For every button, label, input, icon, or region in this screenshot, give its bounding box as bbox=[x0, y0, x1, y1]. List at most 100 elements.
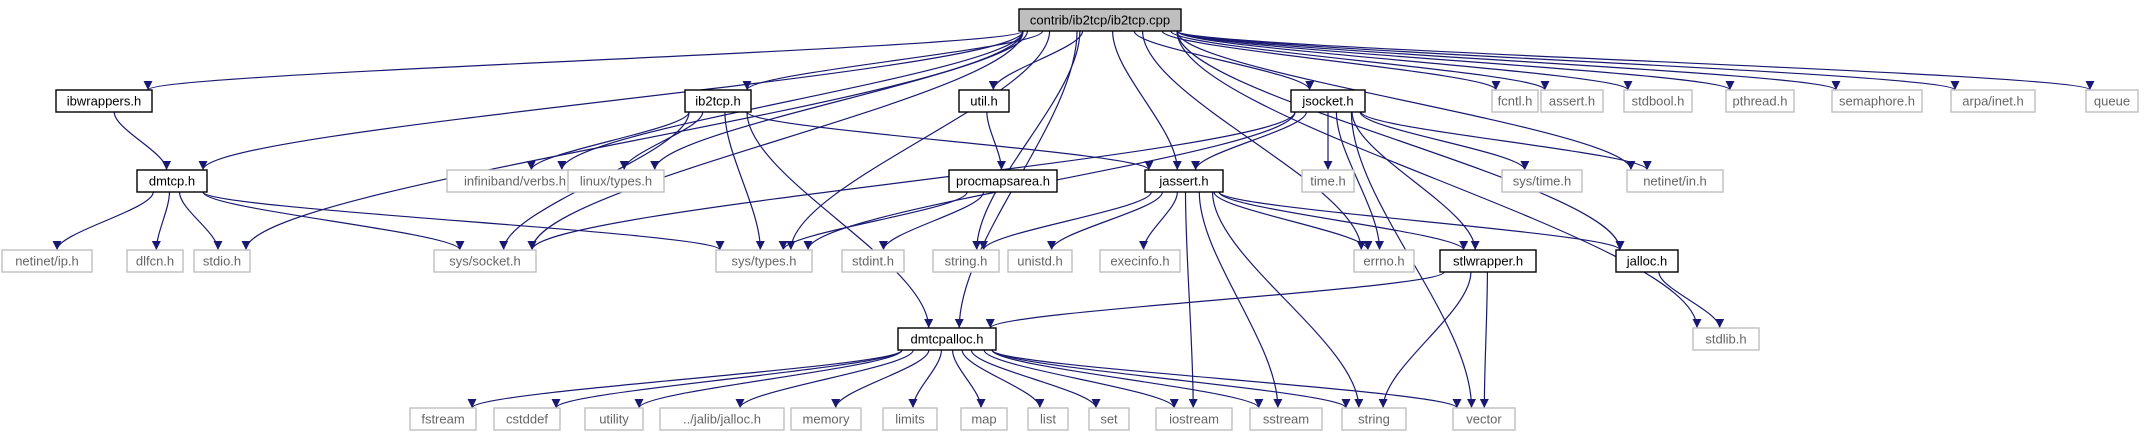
node-box bbox=[1088, 407, 1130, 431]
node-label: contrib/ib2tcp/ib2tcp.cpp bbox=[1030, 12, 1170, 27]
node-iostream[interactable]: iostream bbox=[1155, 407, 1233, 431]
node-label: list bbox=[1040, 411, 1056, 426]
node-box bbox=[433, 249, 537, 273]
node-jsocket[interactable]: jsocket.h bbox=[1290, 89, 1366, 113]
edge-ib2tcp-to-verbs bbox=[526, 111, 690, 171]
node-box bbox=[1007, 249, 1073, 273]
node-string[interactable]: string bbox=[1341, 407, 1407, 431]
edge-jassert-to-iostream bbox=[1184, 191, 1198, 409]
node-box bbox=[1099, 249, 1181, 273]
edge-root-to-util bbox=[988, 30, 1084, 91]
node-box bbox=[684, 89, 752, 113]
node-limits[interactable]: limits bbox=[882, 407, 938, 431]
node-stdlib[interactable]: stdlib.h bbox=[1692, 327, 1760, 351]
node-ibwrappers[interactable]: ibwrappers.h bbox=[55, 89, 153, 113]
edge-root-to-stringh bbox=[972, 30, 1081, 251]
node-util[interactable]: util.h bbox=[958, 89, 1010, 113]
node-jalloc[interactable]: jalloc.h bbox=[1615, 249, 1679, 273]
node-stlwrapper[interactable]: stlwrapper.h bbox=[1439, 249, 1537, 273]
node-semaphore[interactable]: semaphore.h bbox=[1831, 89, 1923, 113]
node-label: iostream bbox=[1169, 411, 1219, 426]
node-label: sys/time.h bbox=[1513, 173, 1572, 188]
node-netinetip[interactable]: netinet/ip.h bbox=[1, 249, 93, 273]
node-vector[interactable]: vector bbox=[1452, 407, 1516, 431]
node-box bbox=[55, 89, 153, 113]
node-syssocket[interactable]: sys/socket.h bbox=[433, 249, 537, 273]
edge-dmtcp-to-netinetip bbox=[52, 191, 154, 251]
node-box bbox=[715, 249, 813, 273]
edge-dmtcp-to-dlfcn bbox=[151, 191, 171, 251]
node-ib2tcp[interactable]: ib2tcp.h bbox=[684, 89, 752, 113]
edge-stlwrapper-to-string bbox=[1378, 271, 1472, 409]
node-map[interactable]: map bbox=[960, 407, 1008, 431]
node-box bbox=[659, 407, 785, 431]
node-fstream[interactable]: fstream bbox=[409, 407, 477, 431]
edge-dmtcpalloc-to-iostream bbox=[983, 349, 1179, 409]
node-procmaps[interactable]: procmapsarea.h bbox=[948, 169, 1058, 193]
node-box bbox=[1301, 169, 1355, 193]
node-verbs[interactable]: infiniband/verbs.h bbox=[446, 169, 584, 193]
edge-dmtcpalloc-to-vector bbox=[991, 349, 1462, 409]
edge-jsocket-to-stlwrapper bbox=[1351, 111, 1480, 251]
node-queue[interactable]: queue bbox=[2085, 89, 2139, 113]
node-linuxtypes[interactable]: linux/types.h bbox=[567, 169, 665, 193]
node-cstddef[interactable]: cstddef bbox=[493, 407, 561, 431]
edge-root-to-queue bbox=[1176, 30, 2095, 91]
node-jalibjalloc[interactable]: ../jalib/jalloc.h bbox=[659, 407, 785, 431]
edge-root-to-jalloc bbox=[1176, 30, 1625, 251]
node-dlfcn[interactable]: dlfcn.h bbox=[126, 249, 184, 273]
node-box bbox=[1615, 249, 1679, 273]
node-utility[interactable]: utility bbox=[584, 407, 644, 431]
node-box bbox=[1018, 8, 1182, 32]
node-set[interactable]: set bbox=[1088, 407, 1130, 431]
node-systime[interactable]: sys/time.h bbox=[1501, 169, 1583, 193]
node-sstream[interactable]: sstream bbox=[1249, 407, 1323, 431]
node-stdio[interactable]: stdio.h bbox=[193, 249, 251, 273]
node-box bbox=[948, 169, 1058, 193]
node-box bbox=[409, 407, 477, 431]
node-assert[interactable]: assert.h bbox=[1540, 89, 1604, 113]
node-netinetin[interactable]: netinet/in.h bbox=[1626, 169, 1724, 193]
node-box bbox=[841, 249, 905, 273]
node-execinfo[interactable]: execinfo.h bbox=[1099, 249, 1181, 273]
node-unistd[interactable]: unistd.h bbox=[1007, 249, 1073, 273]
node-stdbool[interactable]: stdbool.h bbox=[1623, 89, 1693, 113]
node-fcntl[interactable]: fcntl.h bbox=[1491, 89, 1539, 113]
edge-dmtcpalloc-to-string bbox=[991, 349, 1351, 409]
node-dmtcp[interactable]: dmtcp.h bbox=[136, 169, 208, 193]
edge-jassert-to-jalloc bbox=[1218, 191, 1625, 251]
node-systypes[interactable]: sys/types.h bbox=[715, 249, 813, 273]
edge-dmtcpalloc-to-sstream bbox=[991, 349, 1264, 409]
node-box bbox=[1027, 407, 1069, 431]
node-label: infiniband/verbs.h bbox=[464, 173, 566, 188]
node-memory[interactable]: memory bbox=[790, 407, 862, 431]
edge-jassert-to-stlwrapper bbox=[1218, 191, 1469, 251]
edge-dmtcpalloc-to-map bbox=[951, 349, 986, 409]
node-box bbox=[1, 249, 93, 273]
node-label: semaphore.h bbox=[1839, 93, 1915, 108]
node-errno[interactable]: errno.h bbox=[1353, 249, 1415, 273]
node-jassert[interactable]: jassert.h bbox=[1144, 169, 1224, 193]
edge-root-to-verbs bbox=[557, 30, 1024, 171]
edge-root-to-arpainet bbox=[1176, 30, 1960, 91]
node-stringh[interactable]: string.h bbox=[932, 249, 1000, 273]
node-label: cstddef bbox=[506, 411, 548, 426]
node-box bbox=[897, 327, 997, 351]
node-box bbox=[193, 249, 251, 273]
node-box bbox=[136, 169, 208, 193]
node-stdint[interactable]: stdint.h bbox=[841, 249, 905, 273]
node-pthread[interactable]: pthread.h bbox=[1725, 89, 1795, 113]
edge-util-to-procmaps bbox=[986, 111, 1006, 171]
node-label: queue bbox=[2094, 93, 2130, 108]
node-layer: contrib/ib2tcp/ib2tcp.cpp ibwrappers.h ib2… bbox=[1, 8, 2139, 431]
edge-ib2tcp-to-jassert bbox=[746, 111, 1154, 171]
edge-procmaps-to-systypes bbox=[778, 191, 968, 251]
node-label: fstream bbox=[421, 411, 464, 426]
node-timeh[interactable]: time.h bbox=[1301, 169, 1355, 193]
node-dmtcpalloc[interactable]: dmtcpalloc.h bbox=[897, 327, 997, 351]
node-list[interactable]: list bbox=[1027, 407, 1069, 431]
node-root[interactable]: contrib/ib2tcp/ib2tcp.cpp bbox=[1018, 8, 1182, 32]
node-arpainet[interactable]: arpa/inet.h bbox=[1950, 89, 2036, 113]
edge-stlwrapper-to-vector bbox=[1479, 271, 1489, 409]
edge-dmtcpalloc-to-limits bbox=[908, 349, 943, 409]
